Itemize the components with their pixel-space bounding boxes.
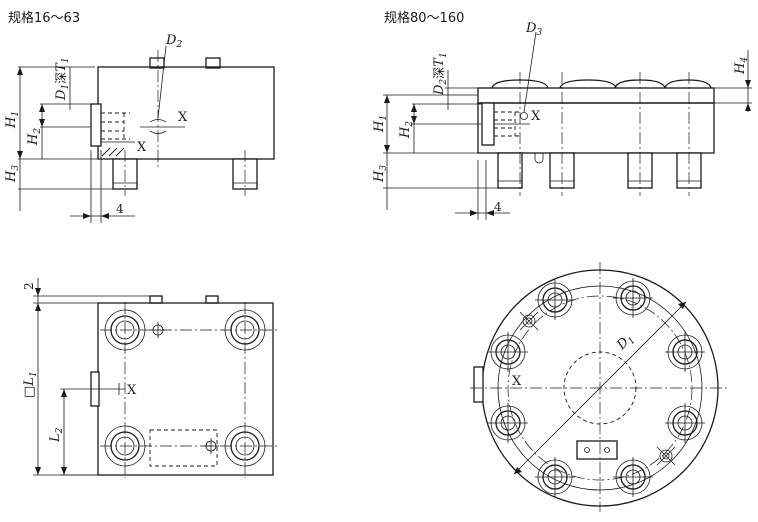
plan-slot (576, 440, 618, 460)
large-port-boss (481, 102, 495, 146)
large-rod-1 (497, 152, 523, 189)
label-plan-x: X (127, 383, 137, 398)
label-large-h3: H3 (372, 165, 389, 183)
large-cylinder-body (477, 102, 715, 154)
label-x-lower: X (137, 140, 147, 155)
label-large-h1: H1 (372, 115, 389, 133)
plan-lug-left (149, 295, 163, 304)
top-flange (477, 87, 715, 104)
top-boss-4 (664, 79, 712, 89)
plan-hidden-slot (149, 429, 218, 467)
label-large-plan-x: X (512, 374, 522, 389)
label-x-large-side: X (531, 109, 541, 124)
large-side-view: D3 X 4 H1 H2 H3 H4 D2深T1 (372, 21, 752, 220)
plan-lug-right (205, 295, 219, 304)
label-large-d1: D1 (614, 331, 638, 355)
label-h2: H2 (26, 128, 43, 146)
top-boss-2 (559, 79, 617, 89)
small-plan-view: X 2 □L1 L2 (22, 278, 280, 478)
label-dim-2: 2 (22, 282, 36, 290)
plan-pin-hole-upper-left (519, 311, 539, 331)
label-h1: H1 (4, 111, 21, 129)
label-h3: H3 (4, 165, 21, 183)
label-d3: D3 (525, 21, 542, 38)
caption-large-sizes: 规格80～160 (384, 10, 464, 26)
large-plan-port (473, 366, 484, 403)
label-dim-4-small: 4 (116, 202, 124, 216)
label-l1: □L1 (22, 371, 39, 398)
label-d1-deep-t1: D1深T1 (54, 57, 71, 101)
label-large-h4: H4 (733, 57, 750, 75)
label-d2: D2 (165, 33, 182, 50)
plan-pin-hole-lower-right (656, 446, 676, 466)
label-dim-4-large: 4 (494, 200, 502, 214)
label-x-upper: X (178, 110, 188, 125)
label-d2-deep-t1: D2深T1 (432, 52, 449, 96)
label-large-h2: H2 (398, 121, 415, 139)
label-l2: L2 (48, 427, 65, 443)
caption-small-sizes: 规格16～63 (8, 10, 80, 26)
port-boss (90, 103, 102, 147)
top-lug-right (205, 57, 221, 69)
large-plan-view: D1 X (470, 262, 730, 512)
small-side-view: D2 X X 4 H1 H2 H3 D1深T1 (4, 33, 275, 223)
